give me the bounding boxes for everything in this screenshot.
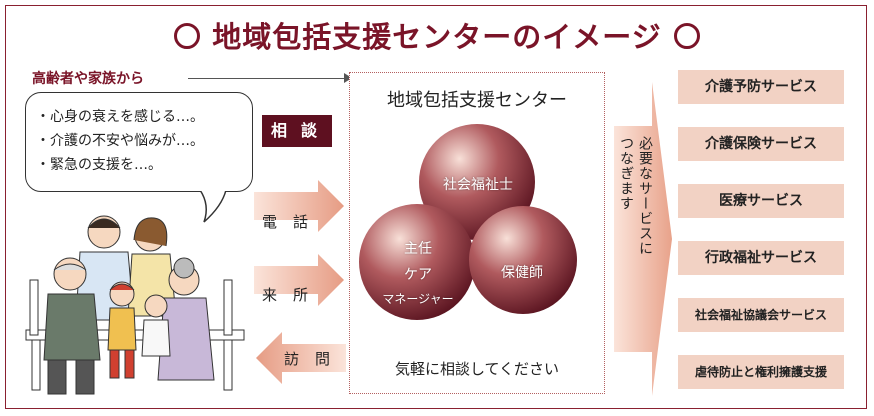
- bubble-line-2: ・介護の不安や悩みが…。: [36, 133, 204, 149]
- service-item-care-insurance: 介護保険サービス: [678, 127, 844, 161]
- care-manager-sphere: [359, 204, 475, 320]
- service-item-abuse-prevention: 虐待防止と権利擁護支援: [678, 355, 844, 389]
- visit-in-arrow: [254, 254, 344, 306]
- nurse-label: 保健師: [501, 265, 543, 281]
- bubble-line-1: ・心身の衰えを感じる…。: [36, 109, 204, 125]
- circle-ornament-right: [673, 23, 700, 49]
- connect-arrow: [614, 82, 672, 396]
- care-manager-label-2: ケア: [404, 267, 432, 283]
- center-title: 地域包括支援センター: [387, 90, 567, 111]
- service-item-medical: 医療サービス: [678, 184, 844, 218]
- service-item-social-welfare-council: 社会福祉協議会サービス: [678, 298, 844, 332]
- role-spheres: [359, 124, 577, 320]
- diagram-title-row: 地域包括支援センターのイメージ: [0, 14, 874, 56]
- diagram-frame: [5, 5, 867, 409]
- care-manager-label-1: 主任: [404, 241, 432, 257]
- care-manager-label-3: マネージャー: [382, 292, 454, 306]
- consult-badge: 相談: [262, 115, 332, 147]
- bubble-line-3: ・緊急の支援を…。: [36, 157, 162, 173]
- source-label: 高齢者や家族から: [32, 71, 144, 87]
- social-worker-label: 社会福祉士: [443, 177, 513, 193]
- visit-out-label: 訪問: [284, 350, 347, 368]
- family-illustration: [25, 215, 245, 395]
- visit-in-label: 来所: [262, 286, 325, 304]
- nurse-sphere: [469, 206, 577, 314]
- source-arrow-head: [344, 73, 352, 83]
- diagram-title: 地域包括支援センターのイメージ: [212, 20, 662, 54]
- visit-out-arrow: [256, 332, 346, 384]
- phone-label: 電話: [262, 213, 325, 231]
- channel-arrows: [254, 180, 346, 384]
- connect-text-col-1: つなぎます: [618, 136, 634, 211]
- connect-text-col-2: 必要なサービスに: [637, 136, 653, 256]
- phone-arrow: [254, 180, 344, 232]
- speech-bubble: ・心身の衰えを感じる…。 ・介護の不安や悩みが…。 ・緊急の支援を…。: [25, 92, 253, 192]
- service-item-government-welfare: 行政福祉サービス: [678, 241, 844, 275]
- service-item-prevention: 介護予防サービス: [678, 70, 844, 104]
- center-footer: 気軽に相談してください: [394, 360, 560, 378]
- circle-ornament-left: [174, 23, 201, 49]
- source-arrow-line: [188, 78, 348, 79]
